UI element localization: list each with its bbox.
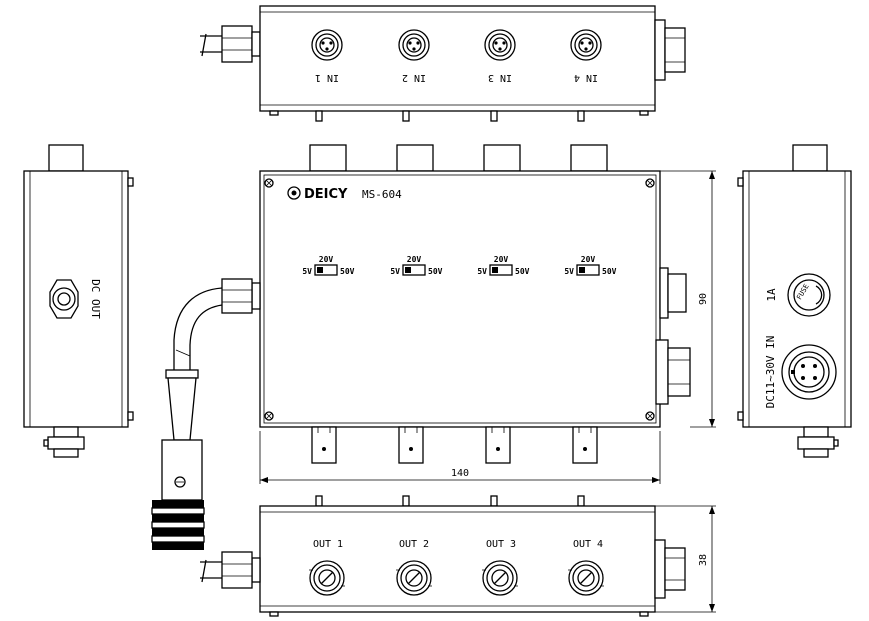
bottom-view: OUT 1 OUT 2 OUT 3 OUT 4	[200, 495, 716, 617]
input-connector-2	[398, 29, 430, 61]
switch-3-left-label: 5V	[477, 267, 487, 276]
output-label-4: OUT 4	[573, 539, 603, 550]
bnc-bottom-4	[572, 426, 598, 464]
switch-3-right-label: 50V	[515, 267, 530, 276]
range-switch-2: 20V 5V 50V	[390, 255, 442, 276]
input-label-2: IN 2	[402, 72, 426, 83]
right-side-view: FUSE 1A DC11~30V IN	[737, 144, 852, 458]
switch-4-top-label: 20V	[581, 255, 596, 264]
output-bnc-4	[568, 560, 604, 596]
dimension-height-label: 90	[698, 293, 709, 305]
range-switch-1: 20V 5V 50V	[302, 255, 354, 276]
range-switch-3: 20V 5V 50V	[477, 255, 529, 276]
output-bnc-1	[309, 560, 345, 596]
top-view: IN 1 IN 2 IN 3 IN 4	[200, 5, 686, 122]
switch-2-left-label: 5V	[390, 267, 400, 276]
screw-bottom-right	[645, 411, 655, 421]
bnc-bottom-2	[398, 426, 424, 464]
switch-1-top-label: 20V	[319, 255, 334, 264]
output-label-1: OUT 1	[313, 539, 343, 550]
input-label-4: IN 4	[574, 72, 598, 83]
input-connector-3	[484, 29, 516, 61]
output-label-2: OUT 2	[399, 539, 429, 550]
switch-3-top-label: 20V	[494, 255, 509, 264]
switch-1-right-label: 50V	[340, 267, 355, 276]
switch-1-left-label: 5V	[302, 267, 312, 276]
dimension-width-label: 140	[451, 468, 469, 479]
dimension-width: 140	[259, 431, 661, 484]
switch-4-right-label: 50V	[602, 267, 617, 276]
screw-top-left	[264, 178, 274, 188]
dc-out-label: DC OUT	[89, 279, 102, 319]
power-input-label: DC11~30V IN	[764, 336, 777, 409]
brand-logo: DEICY	[287, 186, 348, 202]
range-switch-4: 20V 5V 50V	[564, 255, 616, 276]
output-bnc-3	[482, 560, 518, 596]
switch-2-top-label: 20V	[407, 255, 422, 264]
output-bnc-2	[396, 560, 432, 596]
dimension-height: 90	[660, 170, 716, 428]
input-connector-1	[311, 29, 343, 61]
power-connector	[781, 344, 837, 400]
brand-logo-text: DEICY	[304, 187, 348, 202]
screw-bottom-left	[264, 411, 274, 421]
input-label-3: IN 3	[488, 72, 512, 83]
fuse-rating-label: 1A	[765, 288, 778, 302]
bnc-bottom-3	[485, 426, 511, 464]
dimension-depth-label: 38	[698, 554, 709, 566]
left-side-view: DC OUT	[23, 144, 134, 458]
input-connector-4	[570, 29, 602, 61]
input-label-1: IN 1	[315, 72, 339, 83]
output-label-3: OUT 3	[486, 539, 516, 550]
dimension-depth: 38	[655, 505, 716, 613]
switch-2-right-label: 50V	[428, 267, 443, 276]
front-view: DEICY MS-604 20V 5V 50V 20V 5V 50V 20V 5…	[151, 144, 716, 550]
bnc-bottom-1	[311, 426, 337, 464]
screw-top-right	[645, 178, 655, 188]
model-label: MS-604	[362, 188, 402, 201]
switch-4-left-label: 5V	[564, 267, 574, 276]
